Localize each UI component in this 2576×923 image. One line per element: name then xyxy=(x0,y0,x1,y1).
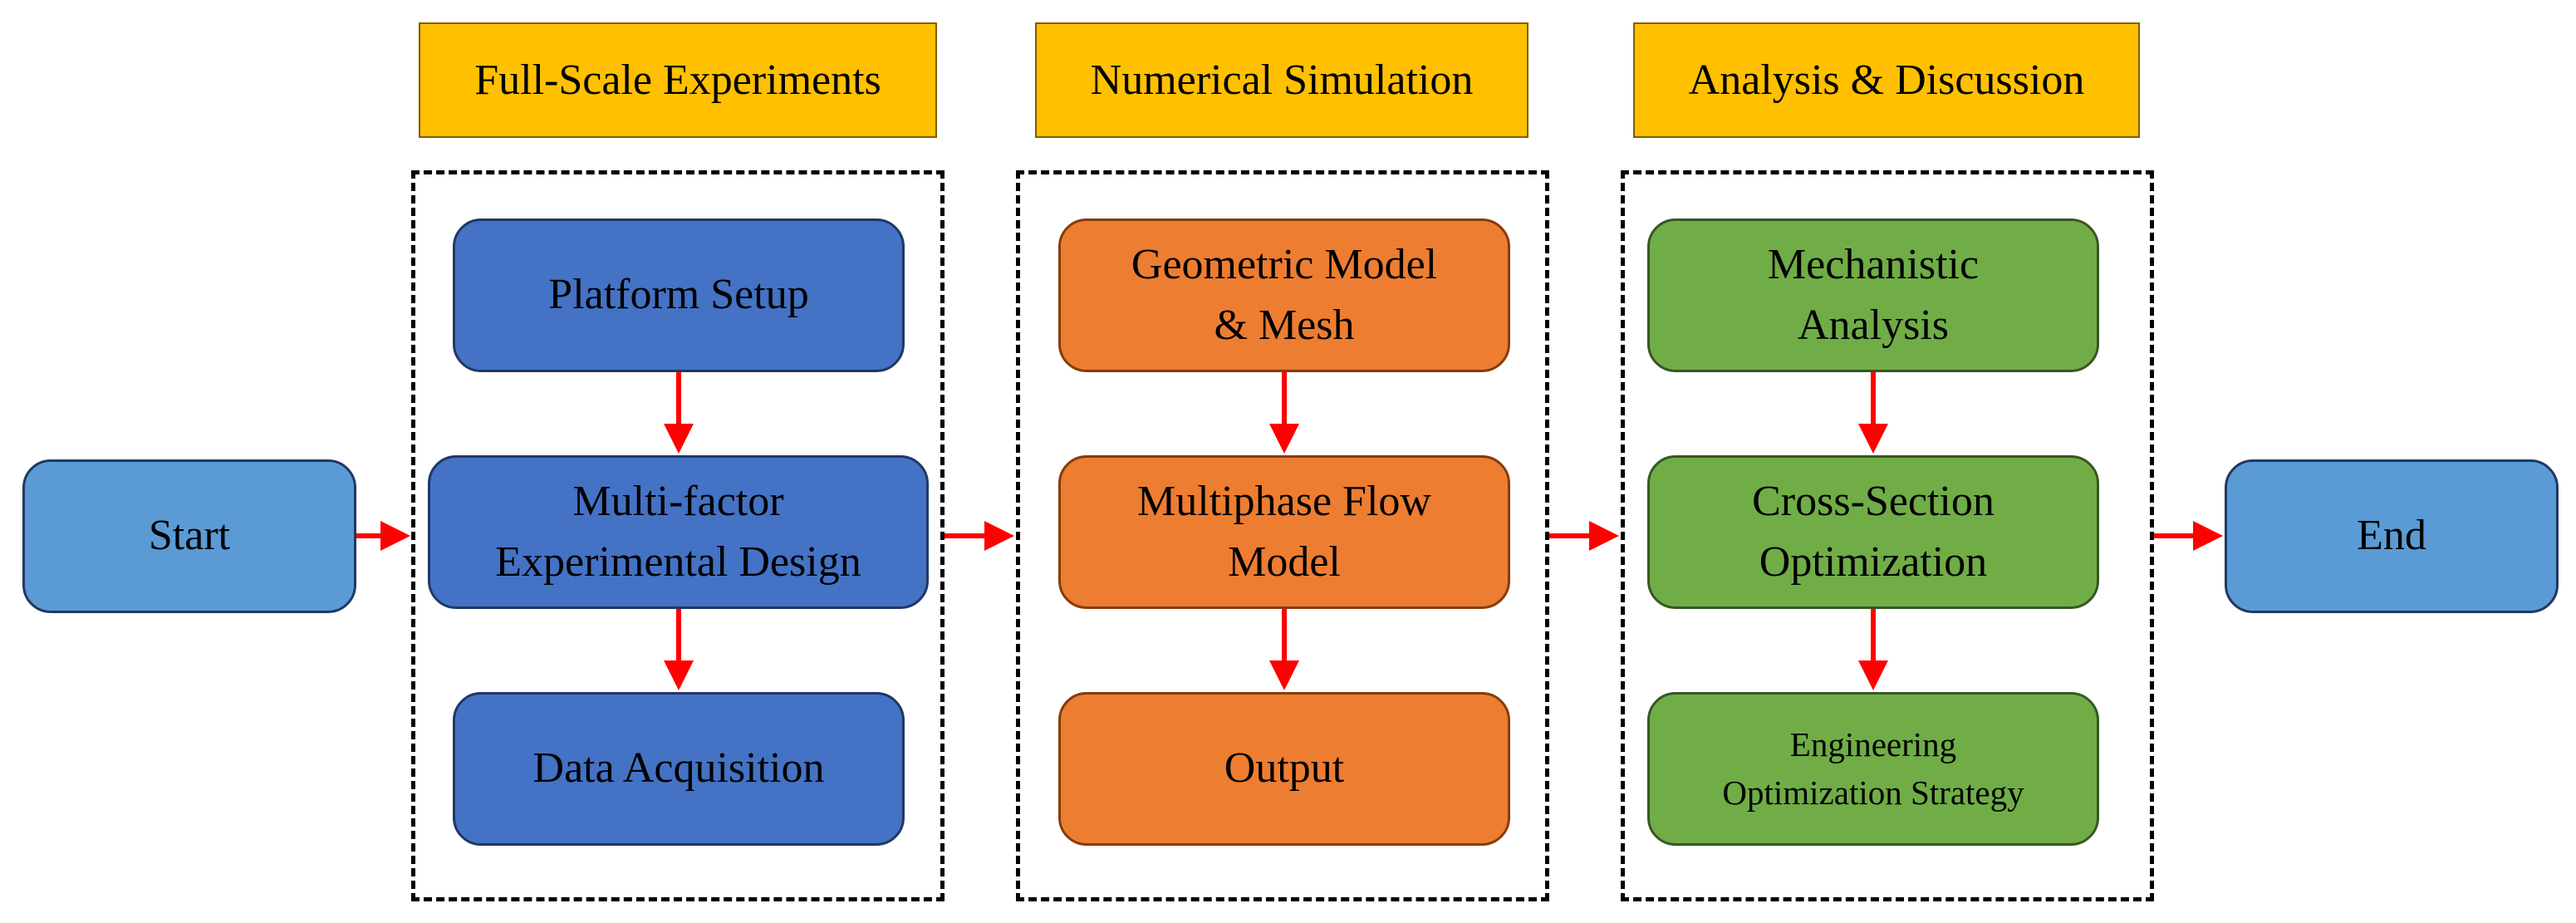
geometric-model-node: Geometric Model & Mesh xyxy=(1058,218,1510,372)
data-acquisition-node: Data Acquisition xyxy=(453,692,905,846)
cross-section-optimization-node: Cross-Section Optimization xyxy=(1647,455,2099,609)
mechanistic-analysis-node: Mechanistic Analysis xyxy=(1647,218,2099,372)
multiphase-flow-node: Multiphase Flow Model xyxy=(1058,455,1510,609)
simulation-group xyxy=(1016,170,1549,901)
stage-title-experiments: Full-Scale Experiments xyxy=(419,22,937,138)
stage-title-simulation: Numerical Simulation xyxy=(1035,22,1528,138)
engineering-strategy-node: Engineering Optimization Strategy xyxy=(1647,692,2099,846)
experiments-group xyxy=(411,170,945,901)
stage-title-analysis: Analysis & Discussion xyxy=(1633,22,2140,138)
experimental-design-node: Multi-factor Experimental Design xyxy=(428,455,929,609)
analysis-group xyxy=(1621,170,2154,901)
platform-setup-node: Platform Setup xyxy=(453,218,905,372)
output-node: Output xyxy=(1058,692,1510,846)
start-node: Start xyxy=(22,459,356,613)
end-node: End xyxy=(2225,459,2559,613)
